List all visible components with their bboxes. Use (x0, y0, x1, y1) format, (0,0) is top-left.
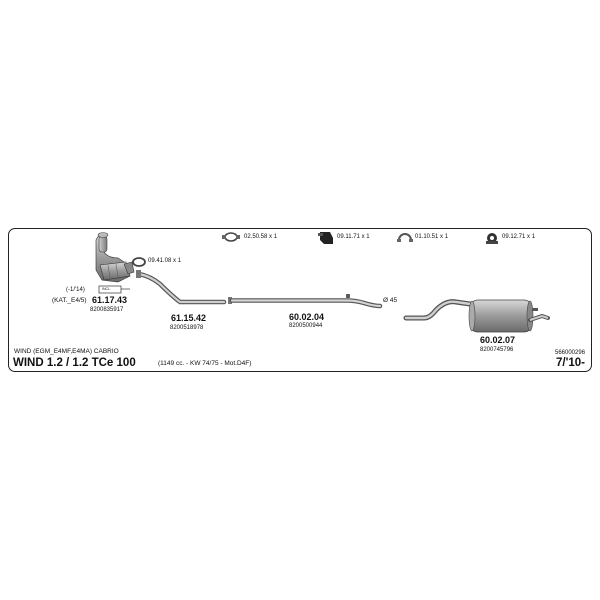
middle-pipe-oem-number: 8200500944 (289, 323, 323, 329)
front-pipe (136, 270, 227, 305)
front-pipe-oem-number: 8200518978 (170, 325, 204, 331)
catalyst-oem-number: 8200835917 (90, 307, 124, 313)
middle-pipe-part-number: 60.02.04 (289, 312, 325, 322)
accessory-label-bracket: 09.11.71 x 1 (337, 234, 370, 240)
clamp-icon (222, 232, 240, 242)
rear-silencer-part-number: 60.02.07 (480, 335, 516, 345)
mounting-bracket-icon (318, 232, 333, 244)
vehicle-model: WIND 1.2 / 1.2 TCe 100 (13, 357, 136, 369)
catalyst-date-note: (-1/'14) (66, 287, 85, 293)
front-pipe-part-number: 61.15.42 (171, 313, 207, 323)
pipe-clamp-icon (397, 233, 413, 242)
catalyst-tag-text: INCL. (102, 286, 111, 291)
diameter-label: Ø 45 (383, 297, 398, 304)
accessory-label-pipe-clamp: 01.10.51 x 1 (415, 234, 449, 240)
catalyst-tag-box (98, 285, 122, 294)
middle-pipe (228, 294, 383, 309)
rear-silencer (403, 299, 550, 333)
accessory-label-hanger: 09.12.71 x 1 (502, 234, 536, 240)
rear-silencer-oem-number: 8200745796 (480, 347, 514, 353)
vehicle-engine: (1149 cc. - KW 74/75 - Mot.D4F) (158, 360, 252, 367)
catalyst-part-number: 61.17.43 (92, 295, 128, 305)
accessory-label-clamp: 02.50.58 x 1 (244, 234, 278, 240)
gasket-icon (132, 257, 146, 267)
gasket-label: 09.41.08 x 1 (148, 258, 182, 264)
diagram-id: 566000296 (555, 350, 586, 356)
rubber-hanger-icon (486, 233, 498, 244)
date-range: 7/'10- (556, 357, 585, 369)
catalyst-kat-note: (KAT._E4/5) (52, 297, 87, 304)
vehicle-variant: WIND (EGM_E4MF,E4MA) CABRIO (14, 348, 119, 355)
catalyst-assembly (95, 232, 135, 283)
